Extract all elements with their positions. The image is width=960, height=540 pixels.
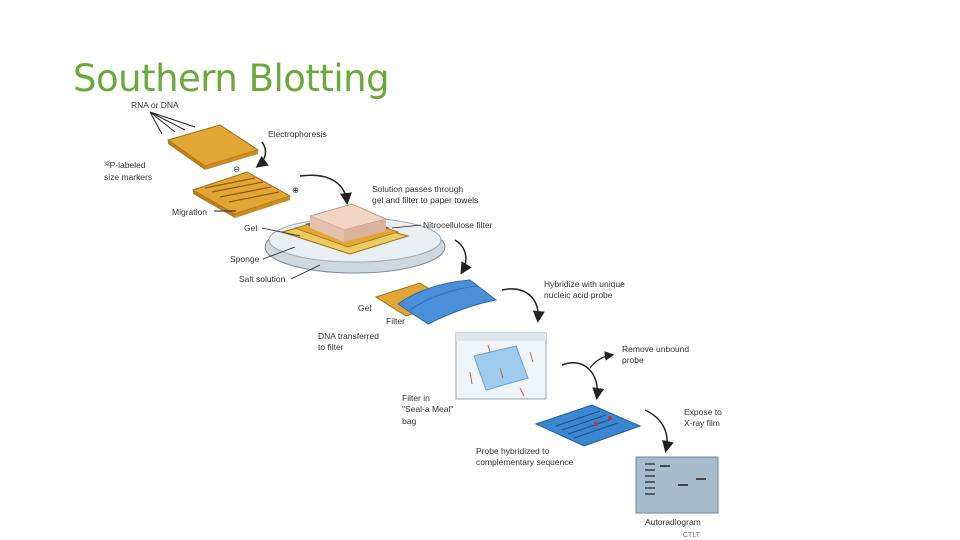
plus-electrode: ⊕ xyxy=(292,185,299,195)
gel-loading xyxy=(149,111,260,170)
label-rna-dna: RNA or DNA xyxy=(131,100,179,110)
label-nitrocellulose: Nitrocellulose filter xyxy=(423,220,493,230)
label-probe-hybridized-1: Probe hybridized to xyxy=(476,446,550,456)
label-dna-transferred-2: to filter xyxy=(318,342,344,352)
label-remove-unbound-1: Remove unbound xyxy=(622,344,689,354)
label-size-markers-2: size markers xyxy=(104,172,152,182)
transfer-dish xyxy=(264,203,446,274)
label-solution-2: gel and filter to paper towels xyxy=(372,195,478,205)
arrow-3 xyxy=(454,239,472,275)
hybridized-filter xyxy=(534,404,642,447)
autoradiogram-film xyxy=(635,456,719,514)
label-filter: Filter xyxy=(386,316,405,326)
label-salt-solution: Salt solution xyxy=(239,274,286,284)
arrow-5 xyxy=(561,362,605,400)
label-gel-1: Gel xyxy=(244,223,257,233)
gel-bands xyxy=(191,171,292,218)
label-autoradiogram: Autoradiogram xyxy=(645,517,701,527)
label-remove-unbound-2: probe xyxy=(622,355,644,365)
seal-bag xyxy=(455,332,547,400)
label-probe-hybridized-2: complementary sequence xyxy=(476,457,574,467)
label-gel-2: Gel xyxy=(358,303,371,313)
label-hybridize-1: Hybridize with unique xyxy=(544,279,625,289)
label-size-markers-1: ³²P-labeled xyxy=(104,160,146,170)
arrow-4 xyxy=(501,288,545,323)
label-seal-bag-2: "Seal-a Meal" xyxy=(402,404,453,414)
label-seal-bag-1: Filter in xyxy=(402,393,430,403)
arrow-1 xyxy=(255,141,269,168)
arrow-2 xyxy=(299,174,352,205)
label-seal-bag-3: bag xyxy=(402,416,416,426)
label-sponge: Sponge xyxy=(230,254,260,264)
label-solution-1: Solution passes through xyxy=(372,184,463,194)
slide-title: Southern Blotting xyxy=(73,57,390,100)
gel-filter-peel xyxy=(374,279,498,325)
arrow-6 xyxy=(644,409,674,453)
label-dna-transferred-1: DNA transferred xyxy=(318,331,379,341)
label-credit: CTLT xyxy=(683,532,701,539)
label-hybridize-2: nucleic acid probe xyxy=(544,290,613,300)
label-expose-2: X-ray film xyxy=(684,418,720,428)
label-migration: Migration xyxy=(172,207,207,217)
arrow-remove xyxy=(589,351,615,369)
minus-electrode: ⊖ xyxy=(233,164,240,174)
label-electrophoresis: Electrophoresis xyxy=(268,129,327,139)
label-expose-1: Expose to xyxy=(684,407,722,417)
